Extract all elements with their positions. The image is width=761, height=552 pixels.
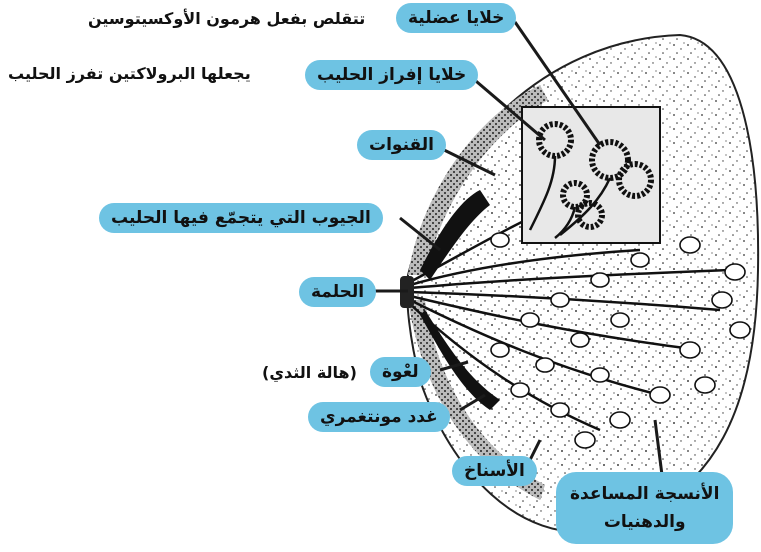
label-montgomery-glands: غدد مونتغمري [308,402,450,432]
note-areola: (هالة الثدي) [262,362,357,384]
note-oxytocin: تتقلص بفعل هرمون الأوكسيتوسين [88,8,365,30]
label-milk-secreting-cells: خلايا إفراز الحليب [305,60,478,90]
label-milk-sinuses: الجيوب التي يتجمّع فيها الحليب [99,203,383,233]
label-nipple: الحلمة [299,277,376,307]
label-muscle-cells: خلايا عضلية [396,3,516,33]
supporting-tissue-line-2: والدهنيات [570,508,719,536]
label-supporting-tissue: الأنسجة المساعدة والدهنيات [556,472,733,544]
supporting-tissue-line-1: الأنسجة المساعدة [570,480,719,508]
label-ducts: القنوات [357,130,446,160]
label-alveoli: الأسناخ [452,456,537,486]
label-areola: لعْوة [370,357,431,387]
note-prolactin: يجعلها البرولاكتين تفرز الحليب [8,63,251,85]
